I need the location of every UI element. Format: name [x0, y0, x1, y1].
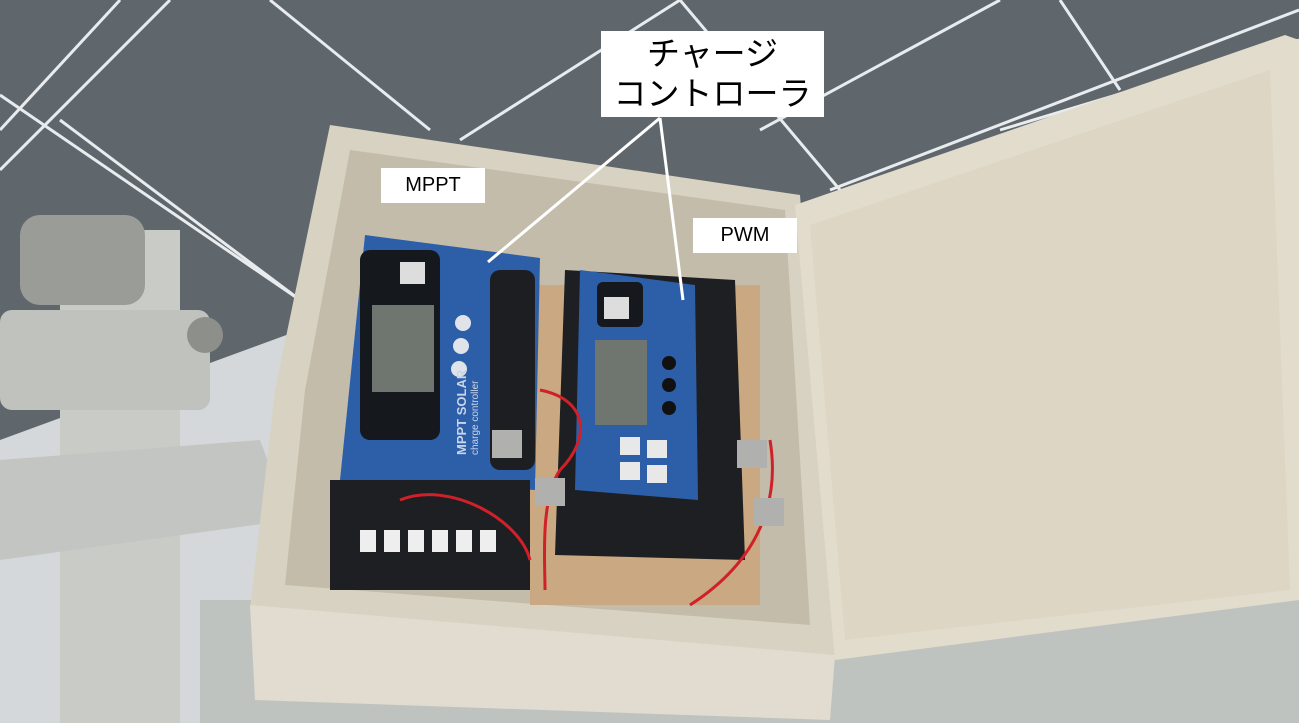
wire-connector — [737, 440, 767, 468]
pole-cap — [20, 215, 145, 305]
pwm-button-down — [662, 401, 676, 415]
pwm-label: PWM — [693, 218, 797, 253]
usb-port-icon — [604, 297, 629, 319]
pole-clamp — [0, 310, 210, 410]
mppt-terminal-cover — [490, 270, 535, 470]
mppt-button-up — [453, 338, 469, 354]
callout-title-line2: コントローラ — [613, 74, 812, 113]
wire-connector — [492, 430, 522, 458]
callout-title-line1: チャージ — [646, 34, 778, 73]
pwm-button-menu — [662, 356, 676, 370]
frame-bar — [0, 440, 290, 560]
enclosure-bottom — [250, 605, 835, 720]
mppt-lcd-screen — [372, 305, 434, 392]
mppt-brand-subtext: charge controller — [470, 380, 481, 455]
mppt-brand-text: MPPT SOLAR — [454, 369, 469, 455]
usb-port-icon — [400, 262, 425, 284]
callout-lines — [487, 116, 685, 301]
red-wires — [399, 388, 774, 607]
pwm-feature-icons — [620, 437, 667, 483]
door-panel — [810, 70, 1290, 640]
charge-controller-callout: チャージ コントローラ — [601, 31, 824, 117]
mppt-button-down — [451, 361, 467, 377]
pwm-lcd-screen — [595, 340, 647, 425]
mppt-label: MPPT — [381, 168, 485, 203]
pwm-button-up — [662, 378, 676, 392]
wire-connector — [754, 498, 784, 526]
mppt-button-menu — [455, 315, 471, 331]
terminal-screws — [360, 530, 496, 552]
wire-connector — [535, 478, 565, 506]
bolt-icon — [187, 317, 223, 353]
